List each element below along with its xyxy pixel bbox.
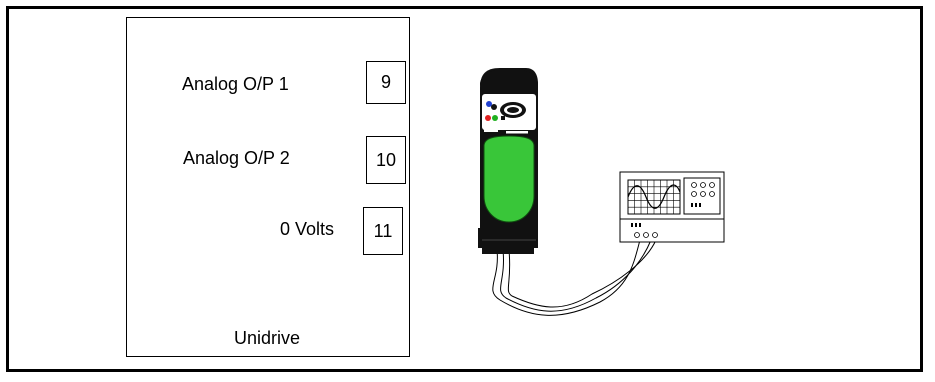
unidrive-enclosure <box>126 17 410 357</box>
oscilloscope-icon <box>619 171 725 243</box>
terminal-number-10: 10 <box>375 149 397 170</box>
terminal-label-0-volts: 0 Volts <box>280 219 335 239</box>
terminal-box-10: 10 <box>366 136 406 184</box>
terminal-box-11: 11 <box>363 207 403 255</box>
unidrive-unit-icon <box>478 68 538 254</box>
probe-cable <box>492 239 657 316</box>
terminal-number-9: 9 <box>380 72 391 92</box>
terminal-label-analog-op-2: Analog O/P 2 <box>183 148 290 168</box>
terminal-box-9: 9 <box>366 61 406 104</box>
unidrive-label: Unidrive <box>234 328 301 348</box>
terminal-number-11: 11 <box>373 220 393 241</box>
terminal-label-analog-op-1: Analog O/P 1 <box>182 74 289 94</box>
